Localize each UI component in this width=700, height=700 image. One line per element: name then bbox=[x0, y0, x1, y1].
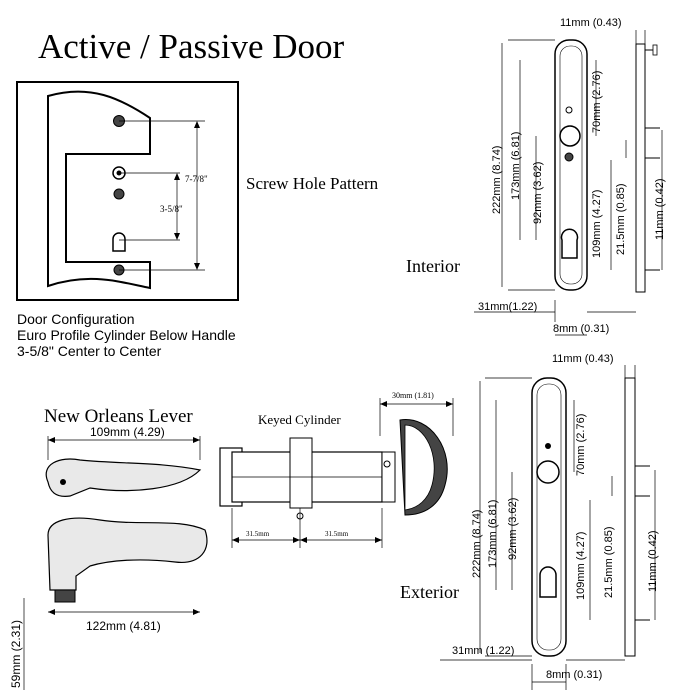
exterior-top-width: 11mm (0.43) bbox=[552, 353, 614, 365]
interior-label: Interior bbox=[406, 256, 460, 276]
door-edge-outline bbox=[47, 90, 151, 290]
cylinder-drawing bbox=[219, 419, 448, 520]
exterior-width-8: 8mm (0.31) bbox=[546, 669, 602, 681]
config-line-3: 3-5/8" Center to Center bbox=[17, 343, 162, 359]
config-line-1: Door Configuration bbox=[17, 311, 135, 327]
exterior-height-92: 92mm (3.62) bbox=[507, 498, 519, 560]
exterior-height-total: 222mm (8.74) bbox=[471, 510, 483, 578]
screw-hole-middle bbox=[113, 188, 125, 200]
exterior-height-70: 70mm (2.76) bbox=[575, 414, 587, 476]
cylinder-cutout bbox=[112, 232, 126, 252]
screw-pattern-panel: 7-7/8" 3-5/8" bbox=[16, 81, 239, 301]
interior-top-width: 11mm (0.43) bbox=[560, 17, 622, 29]
interior-width-31: 31mm(1.22) bbox=[478, 301, 537, 313]
lever-height: 59mm (2.31) bbox=[9, 620, 23, 688]
exterior-width-31: 31mm (1.22) bbox=[452, 645, 514, 657]
interior-width-8: 8mm (0.31) bbox=[553, 323, 609, 335]
lever-label: New Orleans Lever bbox=[44, 406, 193, 427]
interior-height-109: 109mm (4.27) bbox=[591, 190, 603, 258]
cylinder-cam-width: 30mm (1.81) bbox=[392, 391, 434, 400]
lever-length: 109mm (4.29) bbox=[90, 425, 165, 439]
interior-height-173: 173mm (6.81) bbox=[510, 132, 522, 200]
screw-pattern-caption: Screw Hole Pattern bbox=[246, 174, 379, 193]
lever-depth: 122mm (4.81) bbox=[86, 619, 161, 633]
interior-height-92: 92mm (3.62) bbox=[532, 162, 544, 224]
lever-side-view bbox=[47, 517, 208, 591]
exterior-plate-drawing bbox=[440, 365, 656, 690]
interior-height-total: 222mm (8.74) bbox=[491, 146, 503, 214]
exterior-height-11: 11mm (0.42) bbox=[647, 530, 659, 592]
exterior-height-109: 109mm (4.27) bbox=[575, 532, 587, 600]
dim-label-outer: 7-7/8" bbox=[185, 174, 208, 184]
exterior-height-173: 173mm (6.81) bbox=[487, 500, 499, 568]
interior-plate-drawing bbox=[474, 30, 663, 336]
cylinder-left-length: 31.5mm bbox=[246, 530, 270, 538]
interior-height-11: 11mm (0.42) bbox=[654, 178, 666, 240]
screw-pattern-frame bbox=[16, 81, 239, 301]
dim-label-inner: 3-5/8" bbox=[160, 204, 183, 214]
cylinder-right-length: 31.5mm bbox=[325, 530, 349, 538]
interior-height-21: 21.5mm (0.85) bbox=[615, 183, 627, 255]
exterior-height-21: 21.5mm (0.85) bbox=[603, 526, 615, 598]
config-line-2: Euro Profile Cylinder Below Handle bbox=[17, 327, 236, 343]
exterior-label: Exterior bbox=[400, 582, 459, 602]
cylinder-label: Keyed Cylinder bbox=[258, 412, 341, 427]
lever-top-view bbox=[45, 458, 202, 497]
interior-plate bbox=[554, 39, 588, 291]
interior-height-70: 70mm (2.76) bbox=[591, 71, 603, 133]
page-title: Active / Passive Door bbox=[38, 27, 345, 66]
